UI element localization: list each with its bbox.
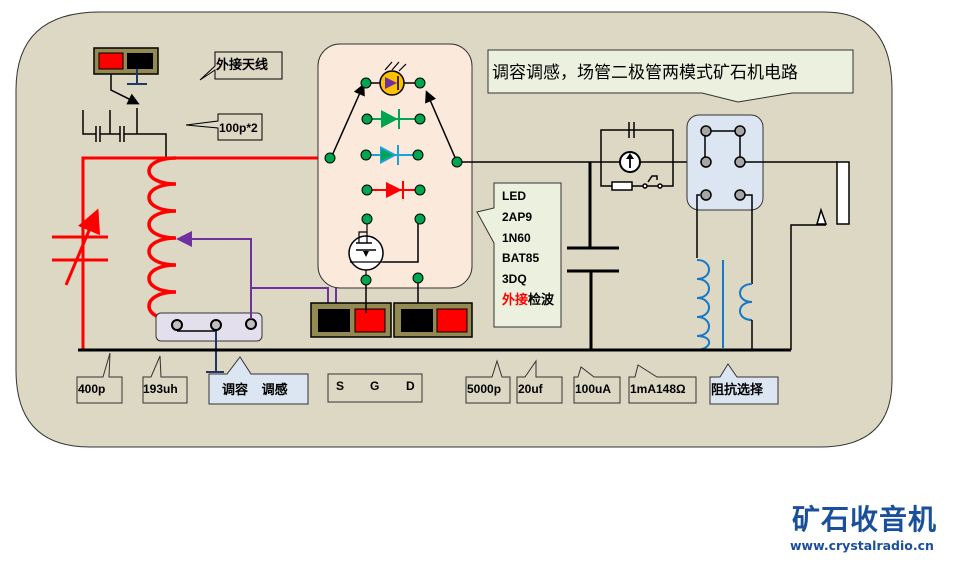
label-20uf: 20uf <box>516 359 563 404</box>
sgd-label: S G D <box>327 373 423 403</box>
fet-terminal-left[interactable] <box>310 285 392 338</box>
title-callout: 调容调感，场管二极管两模式矿石机电路 <box>487 49 854 103</box>
impedance-label: 阻抗选择 <box>709 363 779 405</box>
svg-text:100p*2: 100p*2 <box>219 121 258 135</box>
svg-text:G: G <box>370 379 379 393</box>
svg-text:S: S <box>336 379 344 393</box>
detector-selector-right[interactable] <box>451 156 463 168</box>
legend-3dq: 3DQ <box>502 272 527 286</box>
legend-bat85: BAT85 <box>502 251 539 265</box>
svg-text:20uf: 20uf <box>518 382 544 396</box>
tuned-circuit-wire <box>81 156 330 350</box>
variable-capacitor <box>52 235 108 262</box>
svg-text:调容 调感: 调容 调感 <box>222 382 288 398</box>
diode-bat85[interactable] <box>361 181 426 199</box>
label-193uh: 193uh <box>142 355 188 404</box>
legend-external: 外接检波 <box>501 292 555 308</box>
led-diode[interactable] <box>360 61 426 96</box>
svg-text:阻抗选择: 阻抗选择 <box>711 382 764 398</box>
diode-2ap9[interactable] <box>361 109 426 129</box>
label-1ma: 1mA148Ω <box>628 364 697 404</box>
svg-text:193uh: 193uh <box>143 382 178 396</box>
detector-panel <box>317 43 473 289</box>
legend-led: LED <box>502 189 526 203</box>
brand-logo: 矿石收音机 <box>792 503 938 536</box>
microammeter <box>619 151 641 173</box>
svg-text:1mA148Ω: 1mA148Ω <box>630 382 686 396</box>
legend-2ap9: 2AP9 <box>502 210 532 224</box>
earphone-jack[interactable] <box>790 161 850 350</box>
detector-legend: LED 2AP9 1N60 BAT85 3DQ 外接检波 <box>476 182 562 328</box>
brand-url[interactable]: www.crystalradio.cn <box>790 538 934 553</box>
cap-100p-label: 100p*2 <box>185 113 263 141</box>
label-400p: 400p <box>76 352 123 404</box>
label-100ua: 100uA <box>573 366 621 404</box>
svg-text:D: D <box>406 379 415 393</box>
svg-text:外接天线: 外接天线 <box>215 57 268 73</box>
tune-mode-label: 调容 调感 <box>208 356 309 405</box>
impedance-switch[interactable] <box>686 114 764 211</box>
fet-terminal-right[interactable] <box>393 283 473 338</box>
output-transformer <box>696 259 753 351</box>
antenna-capacitors <box>82 108 167 158</box>
bypass-capacitor <box>567 162 619 350</box>
fet-3dq[interactable] <box>348 213 426 286</box>
meter-section <box>600 122 674 191</box>
diode-1n60[interactable] <box>360 145 424 165</box>
label-5000p: 5000p <box>465 359 511 404</box>
antenna-label: 外接天线 <box>199 51 283 81</box>
svg-text:5000p: 5000p <box>467 382 501 396</box>
svg-text:400p: 400p <box>78 382 105 396</box>
tune-mode-switch[interactable] <box>155 312 263 373</box>
svg-text:100uA: 100uA <box>575 382 611 396</box>
legend-1n60: 1N60 <box>502 231 531 245</box>
detector-selector-left[interactable] <box>324 152 336 164</box>
antenna-terminal[interactable] <box>93 47 159 85</box>
page-title: 调容调感，场管二极管两模式矿石机电路 <box>492 63 798 83</box>
